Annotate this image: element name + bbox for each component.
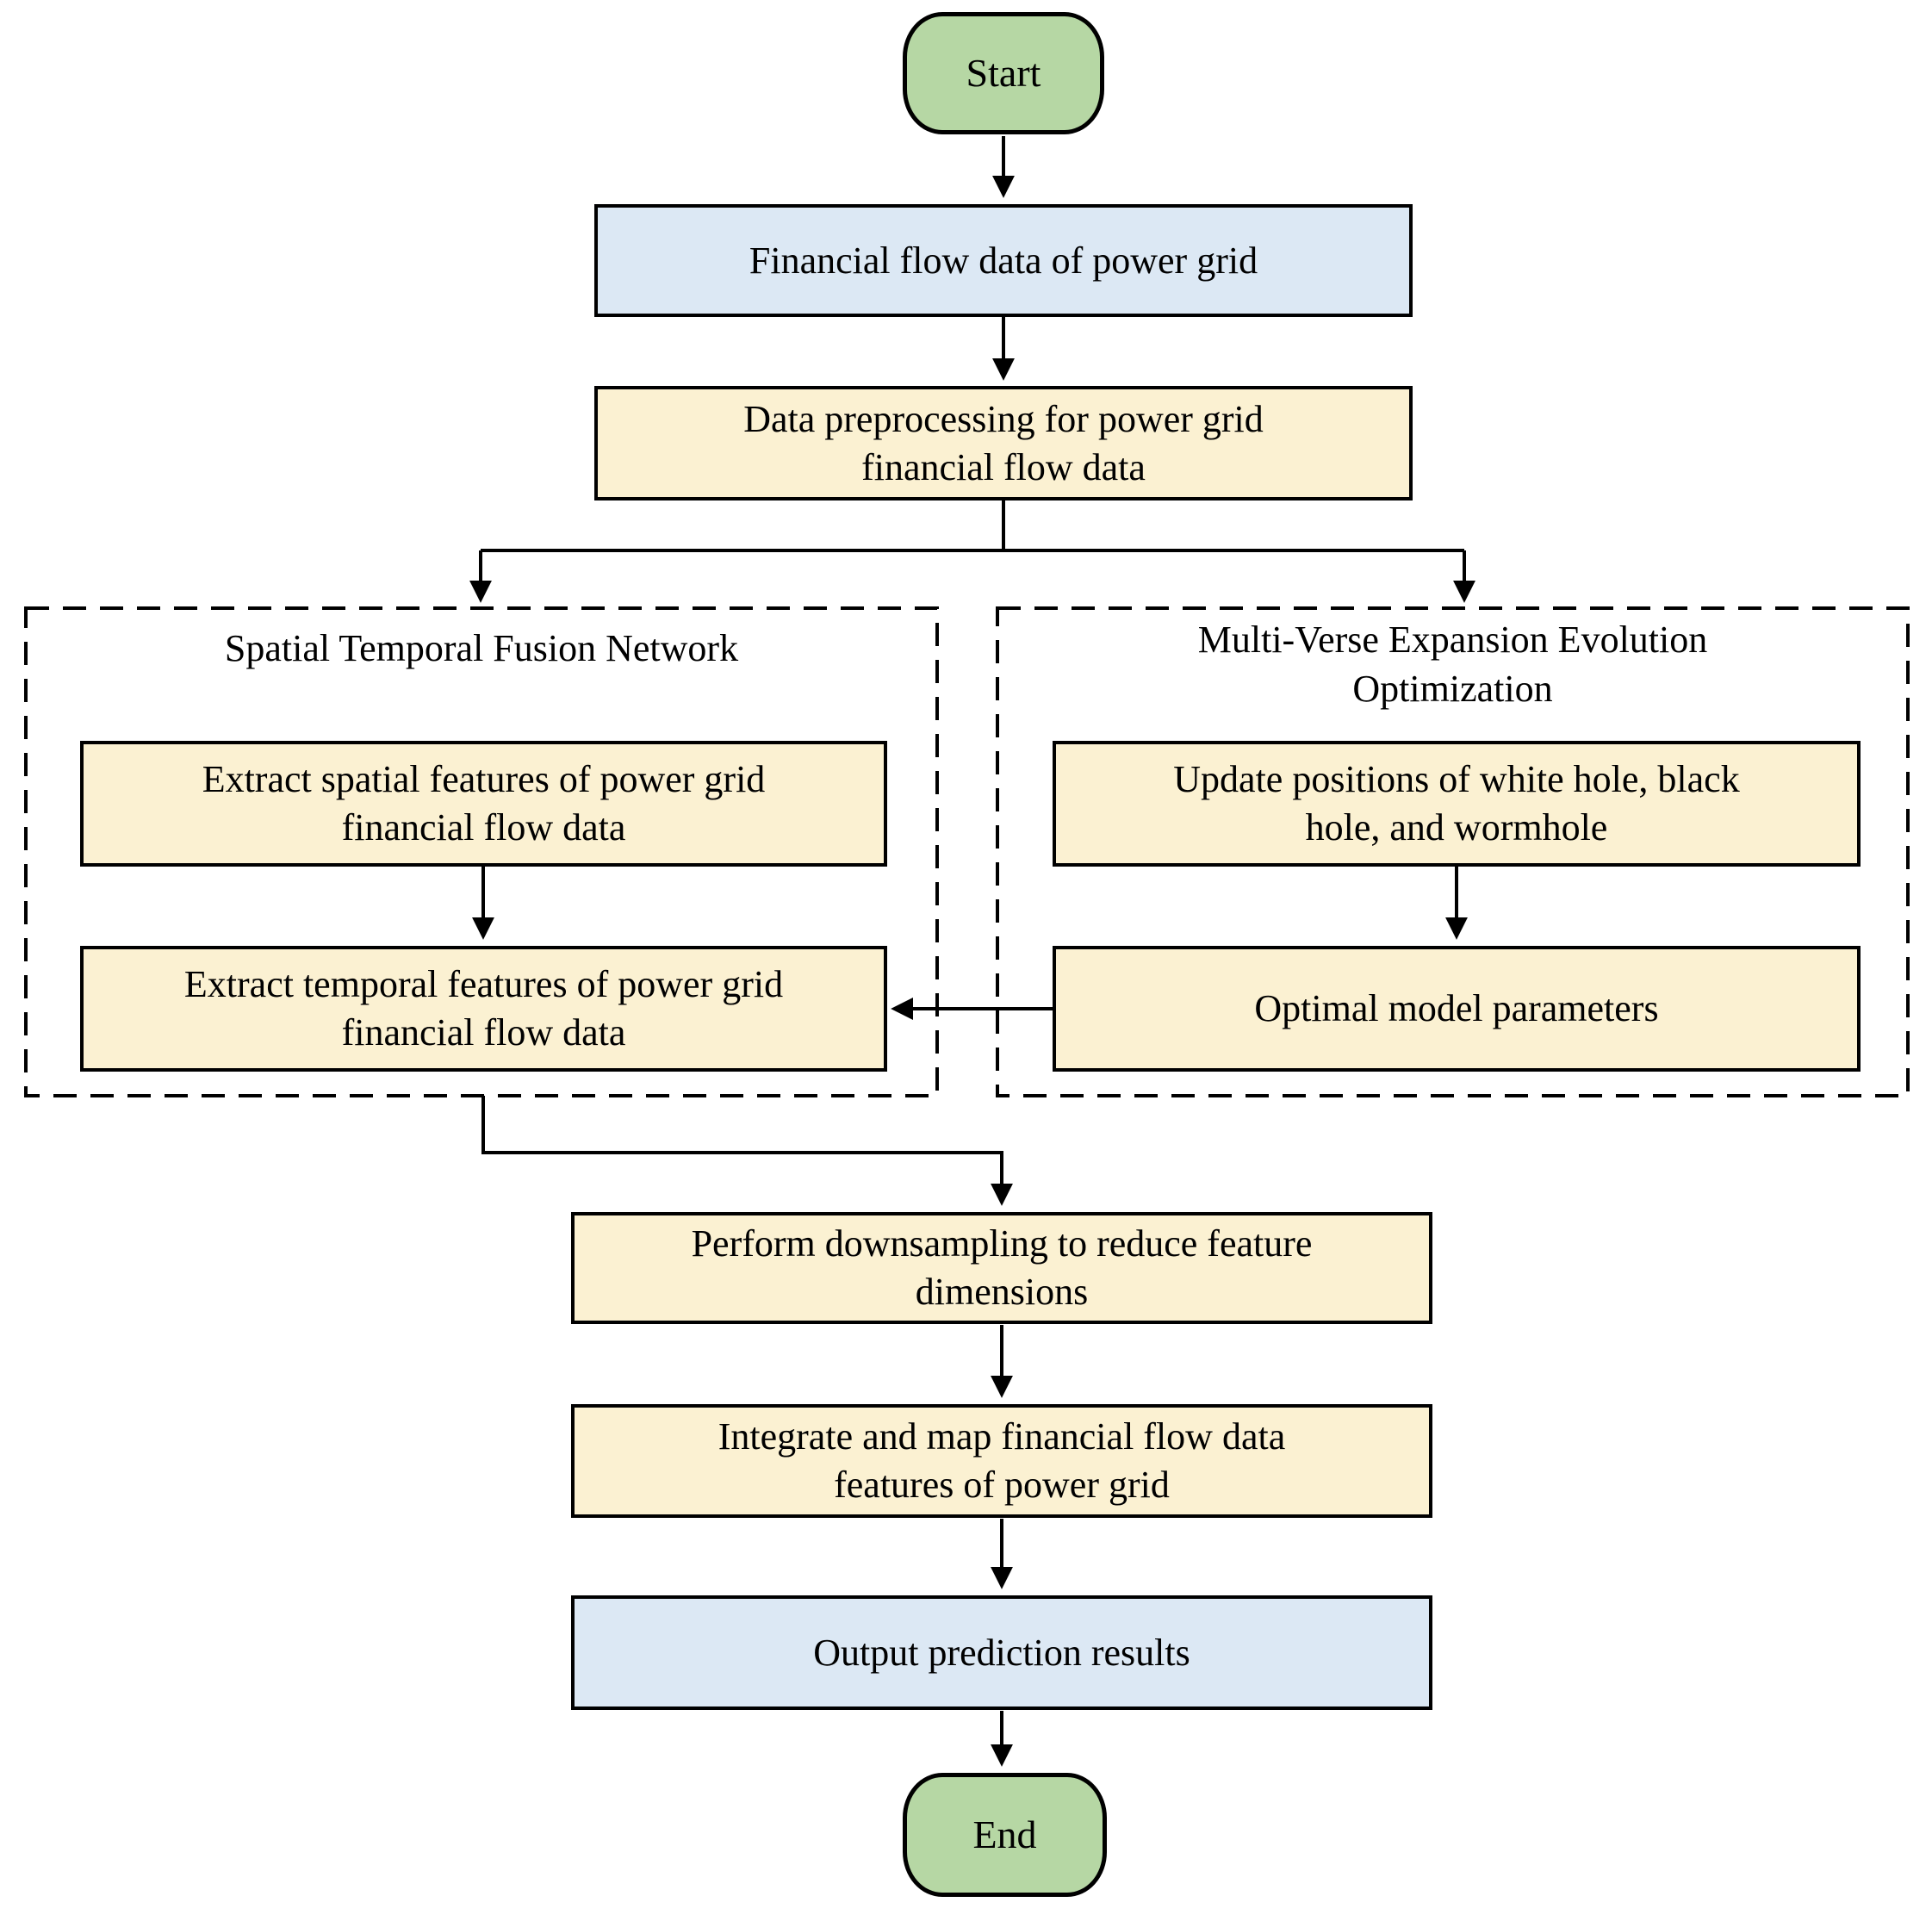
mveo-group-title: Multi-Verse Expansion Evolution Optimiza…: [997, 615, 1908, 713]
node-label-line: Perform downsampling to reduce feature: [691, 1222, 1313, 1265]
stfn-group-title: Spatial Temporal Fusion Network: [26, 624, 937, 673]
node-label-line: hole, and wormhole: [1305, 806, 1608, 849]
node-label-line: features of power grid: [834, 1464, 1170, 1506]
node-data-preprocessing: Data preprocessing for power grid financ…: [594, 386, 1413, 500]
node-label-line: Integrate and map financial flow data: [718, 1415, 1286, 1458]
node-label-line: financial flow data: [341, 1011, 626, 1054]
node-extract-temporal-features: Extract temporal features of power grid …: [80, 946, 887, 1072]
group-title-line: Spatial Temporal Fusion Network: [224, 627, 739, 669]
node-label-line: Output prediction results: [813, 1631, 1190, 1674]
node-label-line: financial flow data: [341, 806, 626, 849]
node-label-line: Start: [966, 50, 1041, 95]
node-label-line: Data preprocessing for power grid: [743, 397, 1264, 440]
node-label-line: Extract spatial features of power grid: [202, 758, 766, 801]
node-financial-flow-data: Financial flow data of power grid: [594, 204, 1413, 317]
node-end: End: [903, 1773, 1107, 1897]
node-start: Start: [903, 12, 1104, 134]
node-label-line: financial flow data: [861, 445, 1146, 488]
node-label-line: Extract temporal features of power grid: [183, 963, 784, 1006]
node-integrate-and-map: Integrate and map financial flow data fe…: [571, 1404, 1432, 1518]
arrow-stfn-to-downsampling: [481, 1096, 1013, 1206]
node-label-line: End: [972, 1812, 1037, 1856]
mveo-group-border: [996, 606, 1910, 1097]
node-optimal-model-parameters: Optimal model parameters: [1053, 946, 1861, 1072]
group-title-line: Optimization: [1352, 668, 1553, 711]
node-perform-downsampling: Perform downsampling to reduce feature d…: [571, 1212, 1432, 1324]
node-label-line: Optimal model parameters: [1254, 987, 1659, 1030]
node-label-line: Update positions of white hole, black: [1173, 758, 1740, 801]
node-extract-spatial-features: Extract spatial features of power grid f…: [80, 741, 887, 867]
node-output-prediction-results: Output prediction results: [571, 1595, 1432, 1710]
group-title-line: Multi-Verse Expansion Evolution: [1197, 619, 1708, 661]
node-label-line: Financial flow data of power grid: [749, 239, 1258, 282]
node-label-line: dimensions: [915, 1271, 1089, 1313]
node-update-positions: Update positions of white hole, black ho…: [1053, 741, 1861, 867]
